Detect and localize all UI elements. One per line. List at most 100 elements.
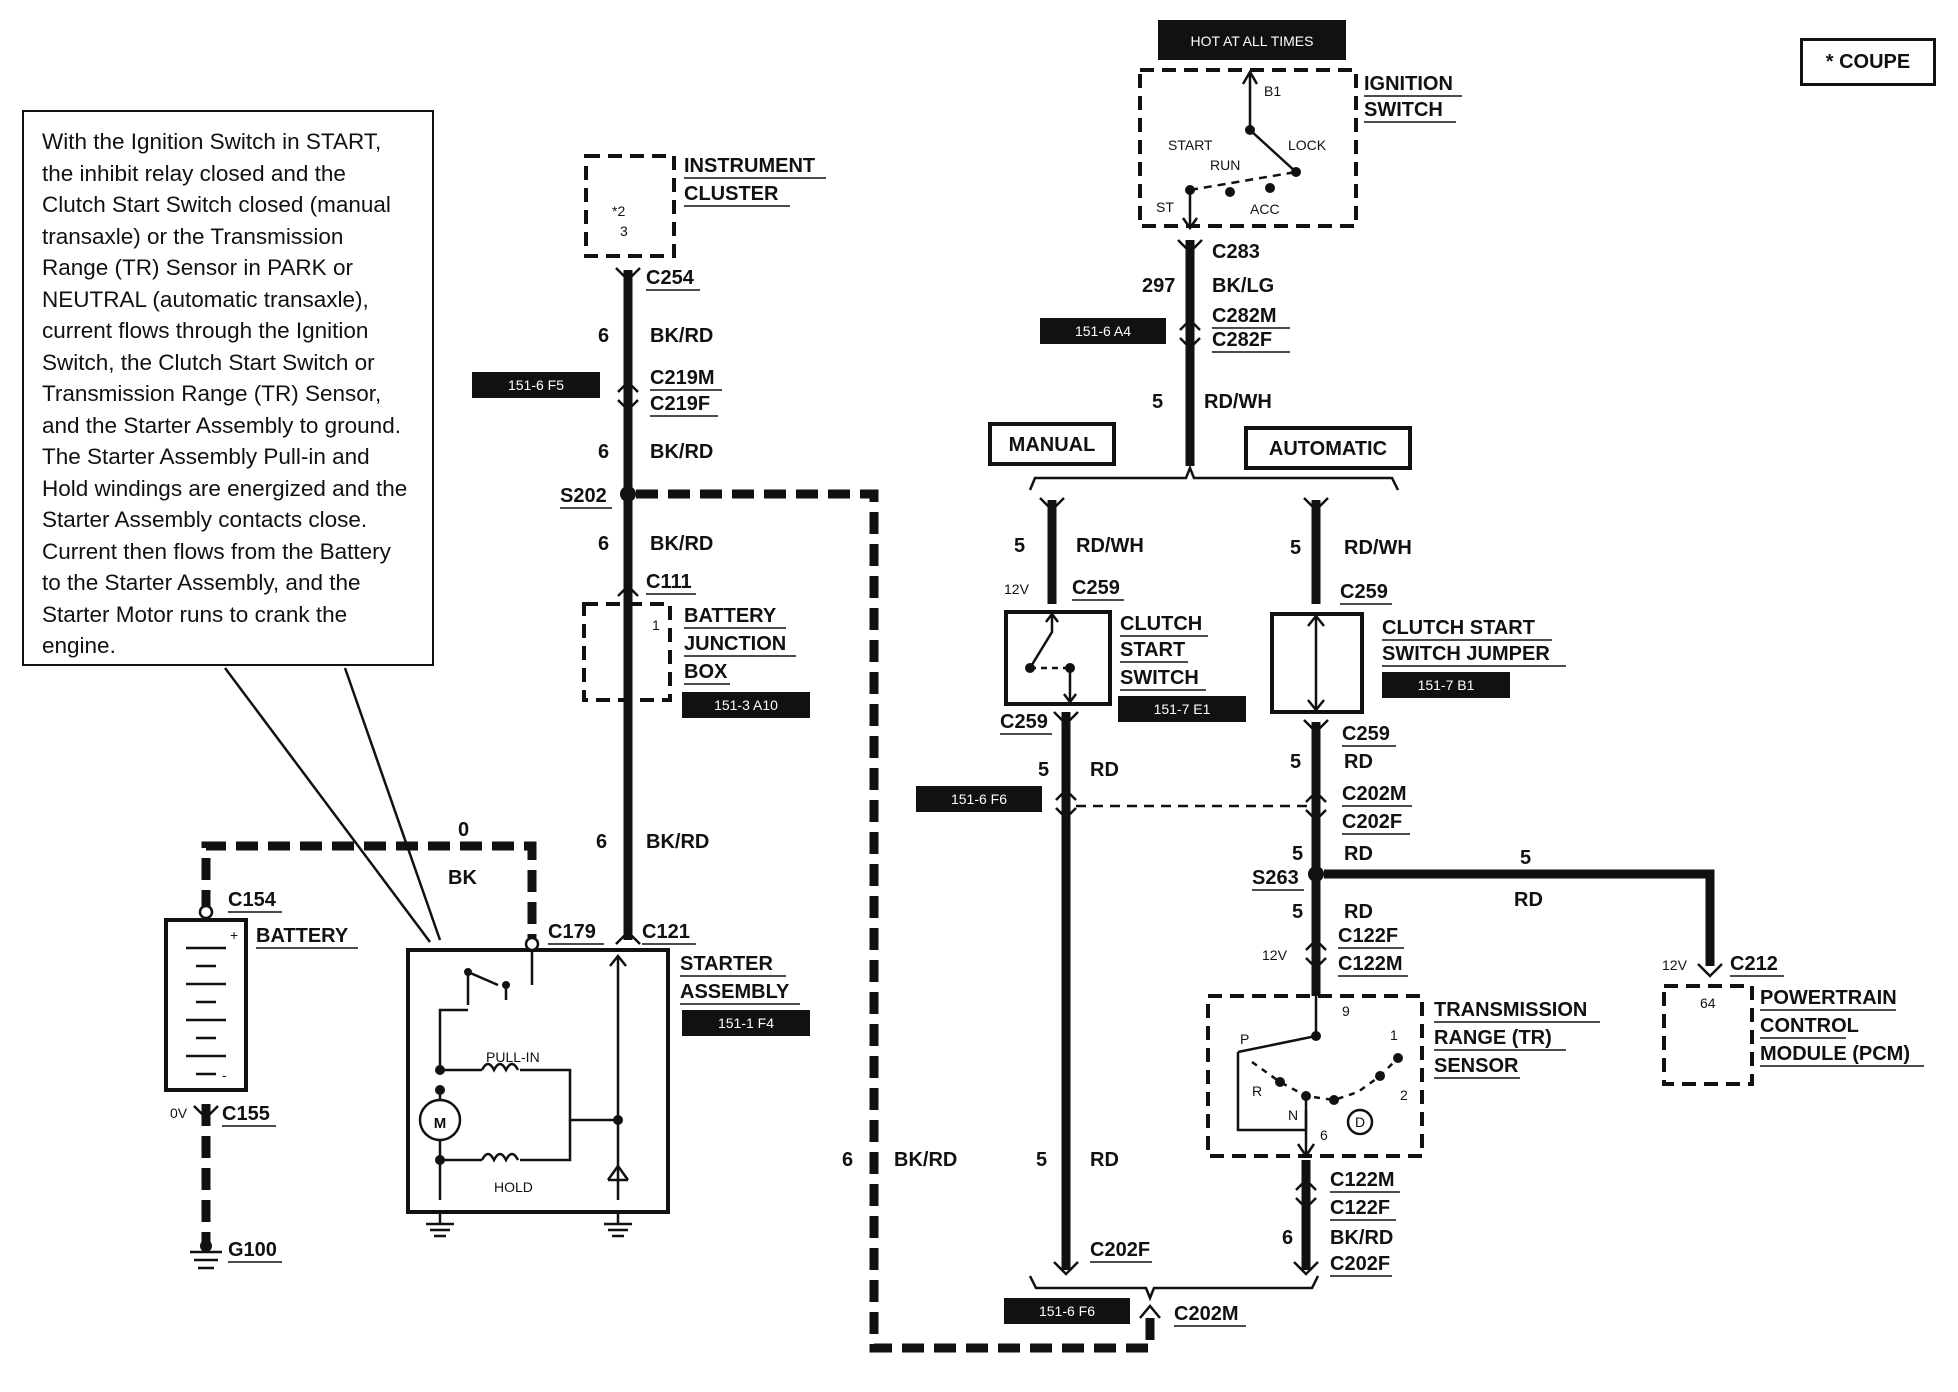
wire-297-num: 297 (1142, 275, 1175, 297)
wire-6-a-num: 6 (598, 325, 609, 347)
c259-a-bot-connector (1303, 719, 1329, 734)
wire-bkrd-e-color: BK/RD (894, 1149, 957, 1171)
wire-6-c-num: 6 (598, 533, 609, 555)
ref-box-f5 (472, 372, 600, 398)
c219m-label: C219M (650, 367, 714, 389)
manual-mid-connector (1055, 788, 1077, 820)
ref-f4-text: 151-1 F4 (718, 1015, 774, 1031)
ref-f5-text: 151-6 F5 (508, 377, 564, 393)
clutch-start-switch-box (1004, 610, 1112, 706)
auto-top-connector (1303, 497, 1329, 512)
jumper-link (1307, 613, 1325, 713)
wire-0-bk (201, 841, 537, 952)
tr-pin-2: 2 (1400, 1087, 1408, 1103)
wire-bklg-color: BK/LG (1212, 275, 1274, 297)
instrument-cluster-label-1: INSTRUMENT (684, 155, 815, 177)
operation-description-callout: With the Ignition Switch in START, the i… (22, 110, 434, 666)
automatic-variant-text: AUTOMATIC (1269, 438, 1387, 460)
instrument-cluster-label-2: CLUSTER (684, 183, 779, 205)
s202-splice (620, 486, 636, 502)
cluster-pin-2: *2 (612, 203, 625, 219)
c179-label: C179 (548, 921, 596, 943)
tr-p-label: P (1240, 1031, 1249, 1047)
wire-bkrd-to-c202m (636, 489, 1155, 1353)
wire-rd-a2-color: RD (1344, 751, 1373, 773)
pull-in-coil (480, 1062, 520, 1073)
c282-connector (1179, 318, 1201, 350)
c202f-auto-connector (1293, 1261, 1319, 1276)
pcm-label-1: POWERTRAIN (1760, 987, 1897, 1009)
c155-connector (193, 1105, 219, 1120)
wire-5-m3-num: 5 (1036, 1149, 1047, 1171)
c259-a-bot-label: C259 (1342, 723, 1390, 745)
c202-a-connector (1305, 790, 1327, 822)
ref-box-a4 (1040, 318, 1166, 344)
s263-splice (1308, 866, 1324, 882)
wire-5-p-num: 5 (1520, 847, 1531, 869)
starter-internal-circuit (418, 952, 632, 1238)
c154-terminal (198, 904, 214, 920)
tr-sensor-label-3: SENSOR (1434, 1055, 1519, 1077)
wire-0-num: 0 (458, 819, 469, 841)
manual-bottom-connector (1053, 711, 1079, 726)
merge-brace (1028, 1275, 1320, 1302)
ref-f6-a-text: 151-6 F6 (951, 791, 1007, 807)
s202-label: S202 (560, 485, 607, 507)
battery-junction-box (582, 602, 672, 702)
c212-label: C212 (1730, 953, 1778, 975)
ref-a4-text: 151-6 A4 (1075, 323, 1131, 339)
battery-plus: + (230, 927, 238, 943)
bjb-label-2: JUNCTION (684, 633, 786, 655)
ignition-st-label: ST (1156, 199, 1174, 215)
c212-connector (1697, 963, 1723, 978)
ref-box-f6-a (916, 786, 1042, 812)
c282f-label: C282F (1212, 329, 1272, 351)
c219f-label: C219F (650, 393, 710, 415)
wire-6-d-num: 6 (596, 831, 607, 853)
c154-label: C154 (228, 889, 277, 911)
ignition-start-label: START (1168, 137, 1213, 153)
ignition-b1-label: B1 (1264, 83, 1281, 99)
c111-label: C111 (646, 571, 692, 593)
c202f-a-label: C202F (1342, 811, 1402, 833)
wire-bkrd-d-color: BK/RD (646, 831, 709, 853)
wire-rdwh-m1-color: RD/WH (1076, 535, 1144, 557)
variant-split-brace (1028, 464, 1400, 491)
tr-pin-1: 1 (1390, 1027, 1398, 1043)
battery-minus: - (222, 1067, 227, 1083)
wire-pcm-rd (1324, 869, 1715, 966)
ignition-switch-contacts (1181, 69, 1301, 231)
ref-a10-text: 151-3 A10 (714, 697, 778, 713)
battery-0v-label: 0V (170, 1105, 188, 1121)
tr-sensor-label-2: RANGE (TR) (1434, 1027, 1552, 1049)
manual-variant-box (988, 422, 1116, 466)
tr-r-label: R (1252, 1083, 1262, 1099)
ref-box-e1 (1118, 696, 1246, 722)
starter-label-1: STARTER (680, 953, 774, 975)
c202m-c-label: C202M (1174, 1303, 1238, 1325)
wire-rd-p-color: RD (1514, 889, 1543, 911)
coupe-tag: * COUPE (1800, 38, 1936, 86)
wire-bkrd-b-color: BK/RD (650, 441, 713, 463)
wire-rdwh-a1-color: RD/WH (1344, 537, 1412, 559)
wire-rd-m2-color: RD (1090, 759, 1119, 781)
c254-connector (615, 267, 641, 282)
motor-m-label: M (434, 1115, 447, 1132)
c254-label: C254 (646, 267, 695, 289)
wire-6-e-num: 6 (842, 1149, 853, 1171)
c121-connector (615, 930, 641, 945)
ref-box-a10 (682, 692, 810, 718)
c283-connector (1177, 239, 1203, 254)
g100-ground-icon (190, 1250, 222, 1270)
ref-box-b1 (1382, 672, 1510, 698)
starter-ground-left (426, 1210, 454, 1238)
c259-m-bot-label: C259 (1000, 711, 1048, 733)
wire-rdwh-top-color: RD/WH (1204, 391, 1272, 413)
c122m-a-label: C122M (1338, 953, 1402, 975)
automatic-variant-box (1244, 426, 1412, 470)
ignition-lock-label: LOCK (1288, 137, 1327, 153)
pull-in-label: PULL-IN (486, 1049, 540, 1065)
ref-b1-text: 151-7 B1 (1418, 677, 1475, 693)
tr-pin-9: 9 (1342, 1003, 1350, 1019)
